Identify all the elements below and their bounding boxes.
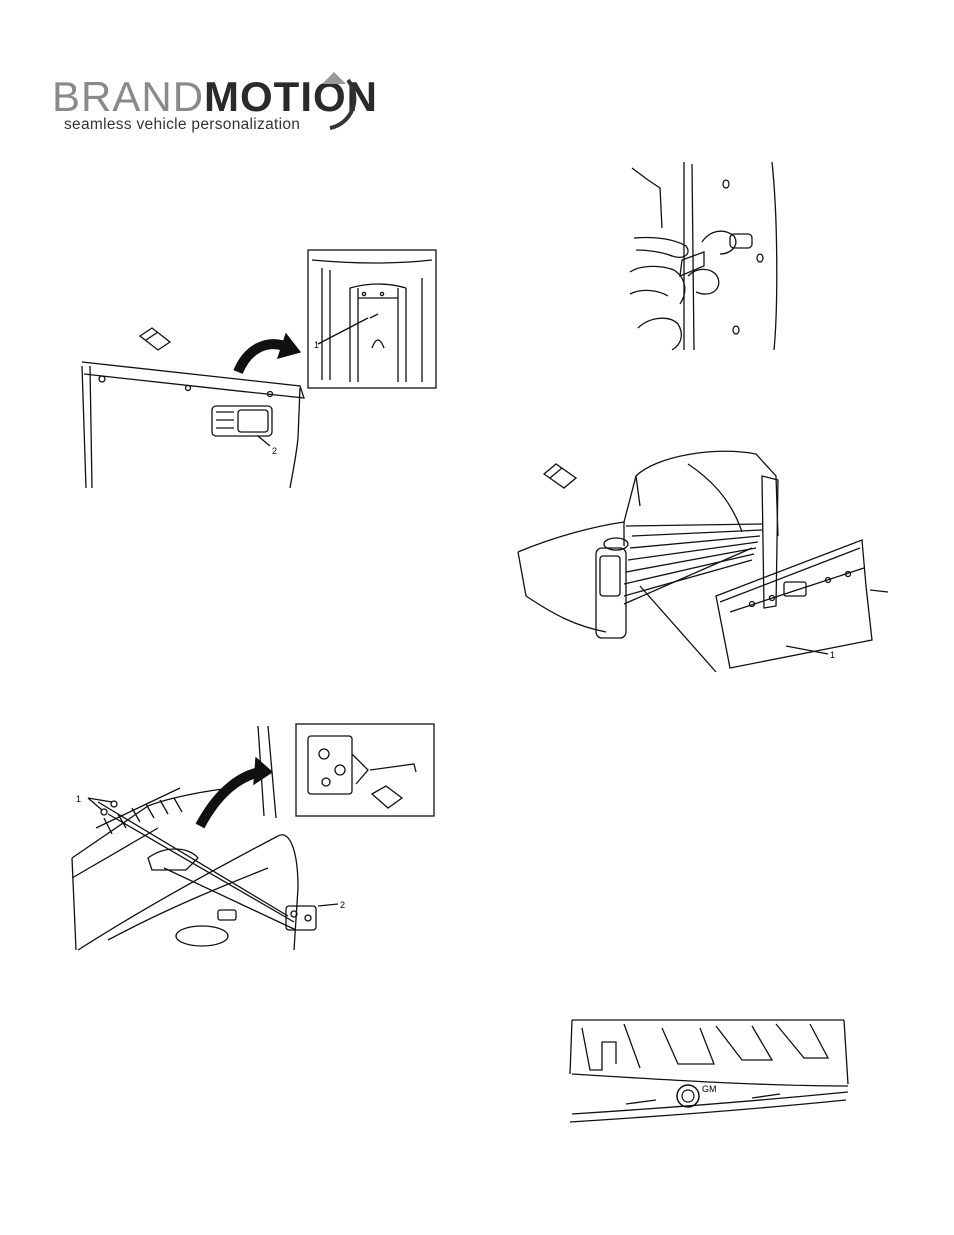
figure-tailgate-removal: 1: [516, 436, 892, 672]
fig1-callout-1: 1: [314, 340, 319, 350]
fig4-callout-1: 1: [76, 794, 81, 804]
figure-1-drawing: 1 2: [78, 248, 440, 490]
fig3-callout-1: 1: [830, 650, 835, 660]
figure-5-drawing: GM: [566, 1014, 852, 1130]
fig5-badge-text: GM: [702, 1084, 717, 1094]
figure-cable-release: [628, 158, 788, 354]
logo-wordmark-part1: BRAND: [52, 73, 204, 120]
fig4-callout-2: 2: [340, 900, 345, 910]
figure-latch-removal: 1 2: [68, 718, 440, 952]
fig1-callout-2: 2: [272, 446, 277, 456]
figure-4-drawing: 1 2: [68, 718, 440, 952]
gm-badge-icon: [677, 1085, 699, 1107]
logo-swoosh-icon: [300, 66, 370, 136]
figure-2-drawing: [628, 158, 788, 354]
figure-tailgate-inner-bolt: 1 2: [78, 248, 440, 490]
figure-3-drawing: 1: [516, 436, 892, 672]
figure-tailgate-emblem: GM: [566, 1014, 852, 1130]
logo-tagline: seamless vehicle personalization: [64, 116, 300, 134]
